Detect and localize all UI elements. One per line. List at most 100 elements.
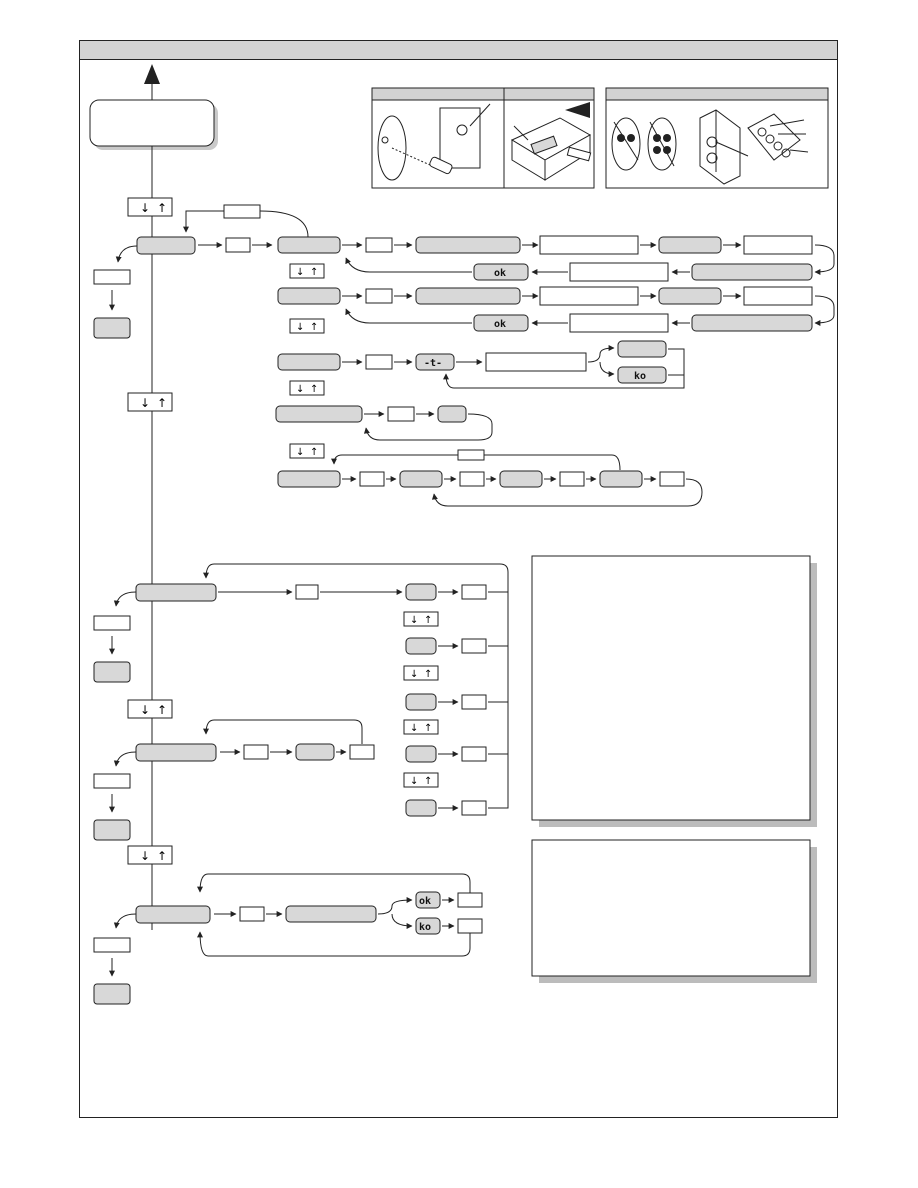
svg-text:ok: ok (494, 319, 506, 330)
start-box (89, 99, 218, 150)
svg-text:↓: ↓ (410, 723, 418, 734)
nav-buttons-small[interactable]: ↓↑ (289, 318, 325, 334)
nav-buttons-4[interactable]: ↓ ↑ (127, 845, 173, 865)
menu-2[interactable] (135, 583, 217, 602)
display-box (93, 983, 131, 1005)
svg-text:↓: ↓ (140, 703, 150, 717)
nav-buttons-2[interactable]: ↓ ↑ (127, 392, 173, 412)
menu-1[interactable] (136, 236, 196, 255)
note-box-2 (531, 839, 817, 983)
key-box[interactable] (743, 235, 813, 255)
key-box[interactable] (239, 906, 265, 922)
key-box[interactable] (457, 892, 483, 908)
menu-4[interactable] (135, 905, 211, 924)
ok-display: ok (473, 263, 529, 281)
svg-text:↓: ↓ (410, 669, 418, 680)
submenu-box[interactable] (275, 405, 363, 423)
display-box (658, 236, 722, 254)
svg-text:↓: ↓ (140, 396, 150, 410)
svg-text:↑: ↑ (157, 849, 167, 863)
display-box (415, 236, 521, 254)
svg-text:↓: ↓ (296, 322, 304, 333)
key-box[interactable] (365, 354, 393, 370)
display-box (285, 905, 377, 923)
receiver-board-photo (510, 102, 592, 181)
photo-panel-right (605, 87, 829, 189)
svg-text:↑: ↑ (157, 703, 167, 717)
key-box[interactable] (359, 471, 385, 487)
key-box[interactable] (457, 449, 485, 461)
svg-text:↑: ↑ (424, 669, 432, 680)
display-box (691, 314, 813, 332)
key-box[interactable] (225, 237, 251, 253)
svg-text:ok: ok (419, 896, 431, 907)
svg-text:↓: ↓ (410, 776, 418, 787)
key-box[interactable] (365, 237, 393, 253)
svg-text:ko: ko (419, 922, 431, 933)
key-box[interactable] (387, 406, 415, 422)
key-box[interactable] (295, 584, 319, 600)
key-box[interactable] (743, 286, 813, 306)
key-box[interactable] (93, 937, 131, 953)
photo-panel-left (371, 87, 595, 189)
nav-buttons-small[interactable]: ↓↑ (289, 263, 325, 279)
key-box[interactable] (93, 773, 131, 789)
svg-text:↑: ↑ (310, 384, 318, 395)
transmitter-side-photo (699, 109, 809, 185)
svg-text:↓: ↓ (296, 267, 304, 278)
display-box (93, 661, 131, 683)
key-box[interactable] (349, 744, 375, 760)
display-box (93, 819, 131, 841)
key-box[interactable] (569, 313, 669, 333)
header-bar (80, 41, 837, 60)
key-box[interactable] (365, 288, 393, 304)
timer-display: -t- (415, 353, 455, 371)
note-box-1 (531, 555, 817, 827)
remote-buttons-photo (611, 117, 677, 171)
nav-buttons-3[interactable]: ↓ ↑ (127, 699, 173, 719)
submenu-box[interactable] (277, 287, 341, 305)
submenu-box[interactable] (277, 236, 341, 254)
key-box[interactable] (539, 235, 639, 255)
down-arrow-icon: ↓ (140, 201, 150, 215)
svg-text:↑: ↑ (424, 723, 432, 734)
key-box[interactable] (93, 269, 131, 285)
ok-display: ok (415, 891, 441, 909)
display-box (415, 287, 521, 305)
menu-3[interactable] (135, 743, 217, 762)
display-box (93, 317, 131, 339)
display-box (617, 340, 667, 358)
nav-buttons-small[interactable]: ↓↑ (289, 443, 325, 459)
key-box[interactable] (559, 471, 585, 487)
ko-display: ko (415, 917, 441, 935)
key-box[interactable] (459, 471, 485, 487)
display-box (499, 470, 543, 488)
key-box[interactable] (93, 615, 131, 631)
svg-text:-t-: -t- (424, 358, 442, 369)
svg-text:↓: ↓ (296, 447, 304, 458)
option-column: ↓↑ ↓↑ ↓↑ ↓↑ (403, 583, 509, 817)
remote-control-photo (377, 103, 491, 181)
svg-text:↑: ↑ (424, 615, 432, 626)
svg-text:↓: ↓ (410, 615, 418, 626)
up-arrow-icon: ↑ (157, 201, 167, 215)
submenu-box[interactable] (277, 353, 341, 371)
ko-display: ko (617, 366, 667, 384)
display-box (295, 743, 335, 761)
svg-text:ko: ko (634, 371, 646, 382)
page-frame (79, 40, 838, 1118)
svg-text:↑: ↑ (157, 396, 167, 410)
display-box (399, 470, 443, 488)
nav-buttons-1[interactable]: ↓ ↑ (127, 197, 173, 217)
key-box[interactable] (223, 204, 261, 219)
ok-display: ok (473, 314, 529, 332)
nav-buttons-small[interactable]: ↓↑ (289, 380, 325, 396)
key-box[interactable] (457, 918, 483, 934)
display-box (691, 263, 813, 281)
key-box[interactable] (485, 352, 587, 372)
key-box[interactable] (659, 471, 685, 487)
key-box[interactable] (243, 744, 269, 760)
key-box[interactable] (569, 262, 669, 282)
key-box[interactable] (539, 286, 639, 306)
submenu-box[interactable] (277, 470, 341, 488)
